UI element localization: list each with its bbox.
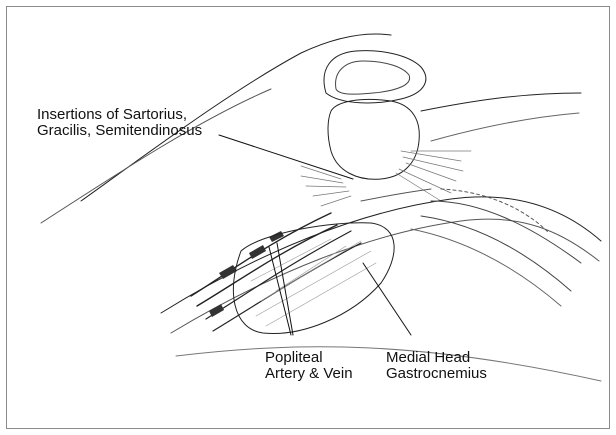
- thigh-right-contour-2: [431, 113, 579, 141]
- label-popliteal-line1: Popliteal: [265, 350, 353, 366]
- label-popliteal: Popliteal Artery & Vein: [265, 350, 353, 382]
- label-insertions-line1: Insertions of Sartorius,: [37, 107, 202, 123]
- thigh-right-contour: [421, 93, 581, 111]
- gastrocnemius-belly: [233, 223, 394, 334]
- patella-outline: [324, 51, 426, 103]
- label-gastrocnemius-line2: Gastrocnemius: [386, 366, 487, 382]
- label-insertions-line2: Gracilis, Semitendinosus: [37, 123, 202, 139]
- label-gastrocnemius: Medial Head Gastrocnemius: [386, 350, 487, 382]
- label-insertions: Insertions of Sartorius, Gracilis, Semit…: [37, 107, 202, 139]
- tendon-band-3: [411, 229, 561, 306]
- tendon-dashed: [441, 189, 549, 233]
- label-gastrocnemius-line1: Medial Head: [386, 350, 487, 366]
- tendon-band-2: [421, 216, 571, 291]
- illustration-frame: Insertions of Sartorius, Gracilis, Semit…: [6, 6, 610, 429]
- tendon-line: [361, 189, 431, 201]
- tendon-band-1: [431, 201, 581, 263]
- femoral-condyle: [328, 99, 419, 179]
- leg-lower-contour: [161, 197, 601, 313]
- patella-inner: [336, 61, 410, 94]
- label-popliteal-line2: Artery & Vein: [265, 366, 353, 382]
